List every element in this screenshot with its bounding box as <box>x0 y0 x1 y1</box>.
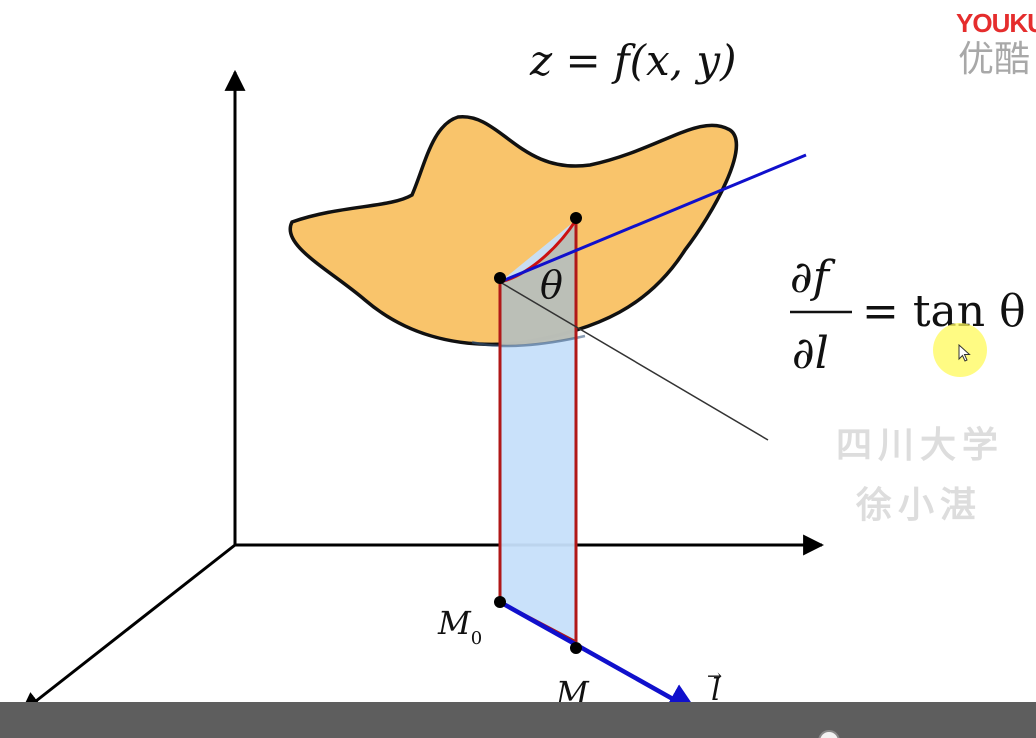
watermark-line1: 四川大学 <box>836 424 1004 466</box>
progress-knob[interactable] <box>818 730 840 738</box>
point-m0 <box>494 596 506 608</box>
shaded-section <box>500 220 576 346</box>
video-player-bar[interactable] <box>0 702 1036 738</box>
surface-edge-front <box>471 334 586 348</box>
derivative-formula: ∂f ∂l = tan θ <box>790 252 1026 379</box>
direction-vector-l <box>498 600 699 714</box>
label-m0: M0 <box>437 604 482 649</box>
cursor-arrow-icon <box>958 344 971 362</box>
youku-logo-icon: YOUKU 优酷 <box>946 4 1036 80</box>
derivative-numerator: ∂f <box>790 252 836 303</box>
point-top-left <box>494 272 506 284</box>
function-equation: z = f(x, y) <box>529 36 736 85</box>
logo-brand-chinese: 优酷 <box>958 39 1031 80</box>
label-l: l <box>711 673 721 708</box>
point-top-right <box>570 212 582 224</box>
watermark-line2: 徐小湛 <box>855 485 982 526</box>
point-m <box>570 642 582 654</box>
logo-brand-text: YOUKU <box>956 8 1036 38</box>
tangent-line <box>499 153 807 284</box>
horizontal-reference-line <box>499 281 769 441</box>
label-l-arrow: → <box>707 666 722 687</box>
derivative-denominator: ∂l <box>792 328 829 379</box>
surface-patch <box>288 115 738 347</box>
angle-theta-label: θ <box>540 263 563 307</box>
x-axis <box>20 543 236 714</box>
